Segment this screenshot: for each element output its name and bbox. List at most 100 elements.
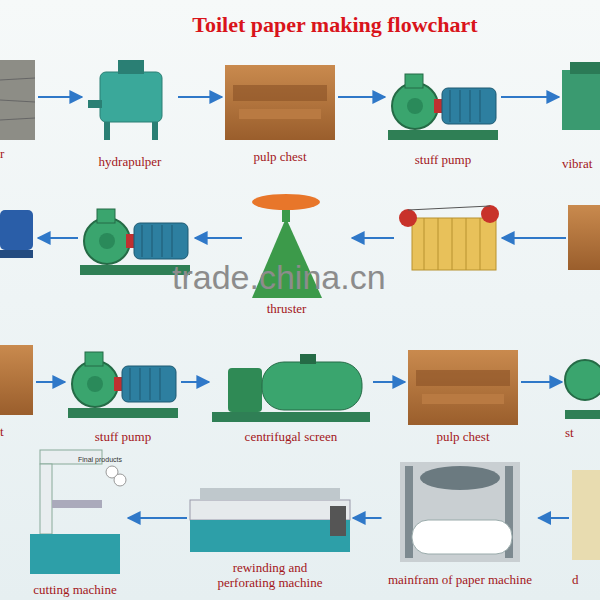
pulp-chest-picture [408,350,518,425]
machine-label: centrifugal screen [212,429,370,444]
cutting-machine-picture [114,474,126,486]
machine-label: d [572,572,598,587]
vibrating-screen-picture [570,62,600,74]
hydrapulper-picture [104,122,110,140]
machine-label: rewinding and perforating machine [206,560,334,590]
machine-label: pulp chest [225,149,335,164]
rewinding-machine-picture [330,506,346,536]
rewinding-machine-picture [190,520,350,552]
hydrapulper-picture [88,60,162,140]
centrifugal-screen-picture [300,354,316,364]
vibrating-screen-picture [562,62,600,130]
machine-station: pulp chest [408,348,518,444]
filter-picture [452,218,453,270]
machine-station: centrifugal screen [212,352,370,444]
centrifugal-screen-picture [212,354,370,422]
motor-picture [0,210,33,250]
flow-arrow [178,96,222,98]
flow-arrow [502,237,566,239]
paper-machine-picture [420,466,500,490]
flow-arrow [128,517,187,519]
paper-bales [0,60,35,140]
stuff-pump-picture [388,74,498,140]
machine-station: t [0,340,33,439]
machine-station: hydrapulper [85,58,175,169]
machine-station: thruster [245,193,328,316]
machine-label: mainfram of paper machine [385,572,536,587]
machine-label: thruster [245,301,328,316]
stuff-pump-picture [388,74,498,140]
paper-bales [0,118,35,120]
machine-station: rewinding and perforating machine [190,485,350,590]
chart-title: Toilet paper making flowchart [0,12,600,38]
machine-label: vibrat [562,156,600,171]
rewinding-machine-picture [190,500,350,520]
dryer-picture [572,470,600,560]
machine-label: cutting machine [25,582,125,597]
filter-picture [466,218,467,270]
filter-picture [481,205,499,223]
pulp-chest-picture [568,205,600,270]
machine-station: pulp chest [225,65,335,164]
flow-arrow [521,381,562,383]
paper-machine-picture [412,520,512,554]
centrifugal-screen-picture [262,362,362,410]
rewinding-machine-picture [190,488,350,552]
centrifugal-screen-picture [228,368,262,412]
flow-arrow [539,517,570,519]
filter-picture [399,205,499,270]
centrifugal-screen-picture [212,412,370,422]
product-note: Final products [78,456,122,463]
vibrating-screen-picture [562,70,600,130]
pulp-chest-picture [225,65,335,140]
machine-label: t [0,424,33,439]
pulp-chest-picture [0,345,33,415]
motor-picture [0,250,33,258]
paper-bales [0,78,35,80]
watermark: trade.china.cn [172,258,386,297]
filter-picture [412,218,496,270]
flow-arrow [353,517,382,519]
flow-arrow [373,381,405,383]
machine-label: stuff pump [388,152,498,167]
hydrapulper-picture [88,100,102,108]
flow-arrow [352,237,394,239]
machine-label: st [565,425,600,440]
machine-label: r [0,146,35,161]
filter-picture [424,218,425,270]
cutting-machine-picture [52,500,102,508]
pulp-chest-picture [225,65,335,140]
hydrapulper-picture [100,72,162,122]
thruster-picture [252,194,320,210]
flow-arrow [195,237,242,239]
machine-label: stuff pump [68,429,178,444]
machine-station: mainfram of paper machine [385,460,536,587]
cutting-machine-picture [40,464,52,534]
pulp-chest-picture [408,350,518,425]
flow-arrow [36,381,65,383]
stuff-pump-picture [565,410,600,419]
cutting-machine-picture [30,450,126,574]
machine-station: cutting machine [25,448,125,597]
flow-arrow [338,96,385,98]
paper-machine-picture [405,466,413,558]
hydrapulper-picture [118,60,144,74]
machine-station: r [0,60,35,161]
paper-bales [0,100,35,102]
filter-picture [408,206,490,210]
machine-station: d [572,470,598,587]
machine-label: pulp chest [408,429,518,444]
machine-label: hydrapulper [85,154,175,169]
motor-picture [0,210,33,258]
paper-machine-picture [400,462,520,562]
filter-picture [438,218,439,270]
cutting-machine-picture [30,534,120,574]
filter-picture [480,218,481,270]
machine-station: stuff pump [68,345,178,444]
filter-picture [399,209,417,227]
stuff-pump-picture [68,352,178,418]
machine-station: stuff pump [388,68,498,167]
flow-arrow [38,96,82,98]
